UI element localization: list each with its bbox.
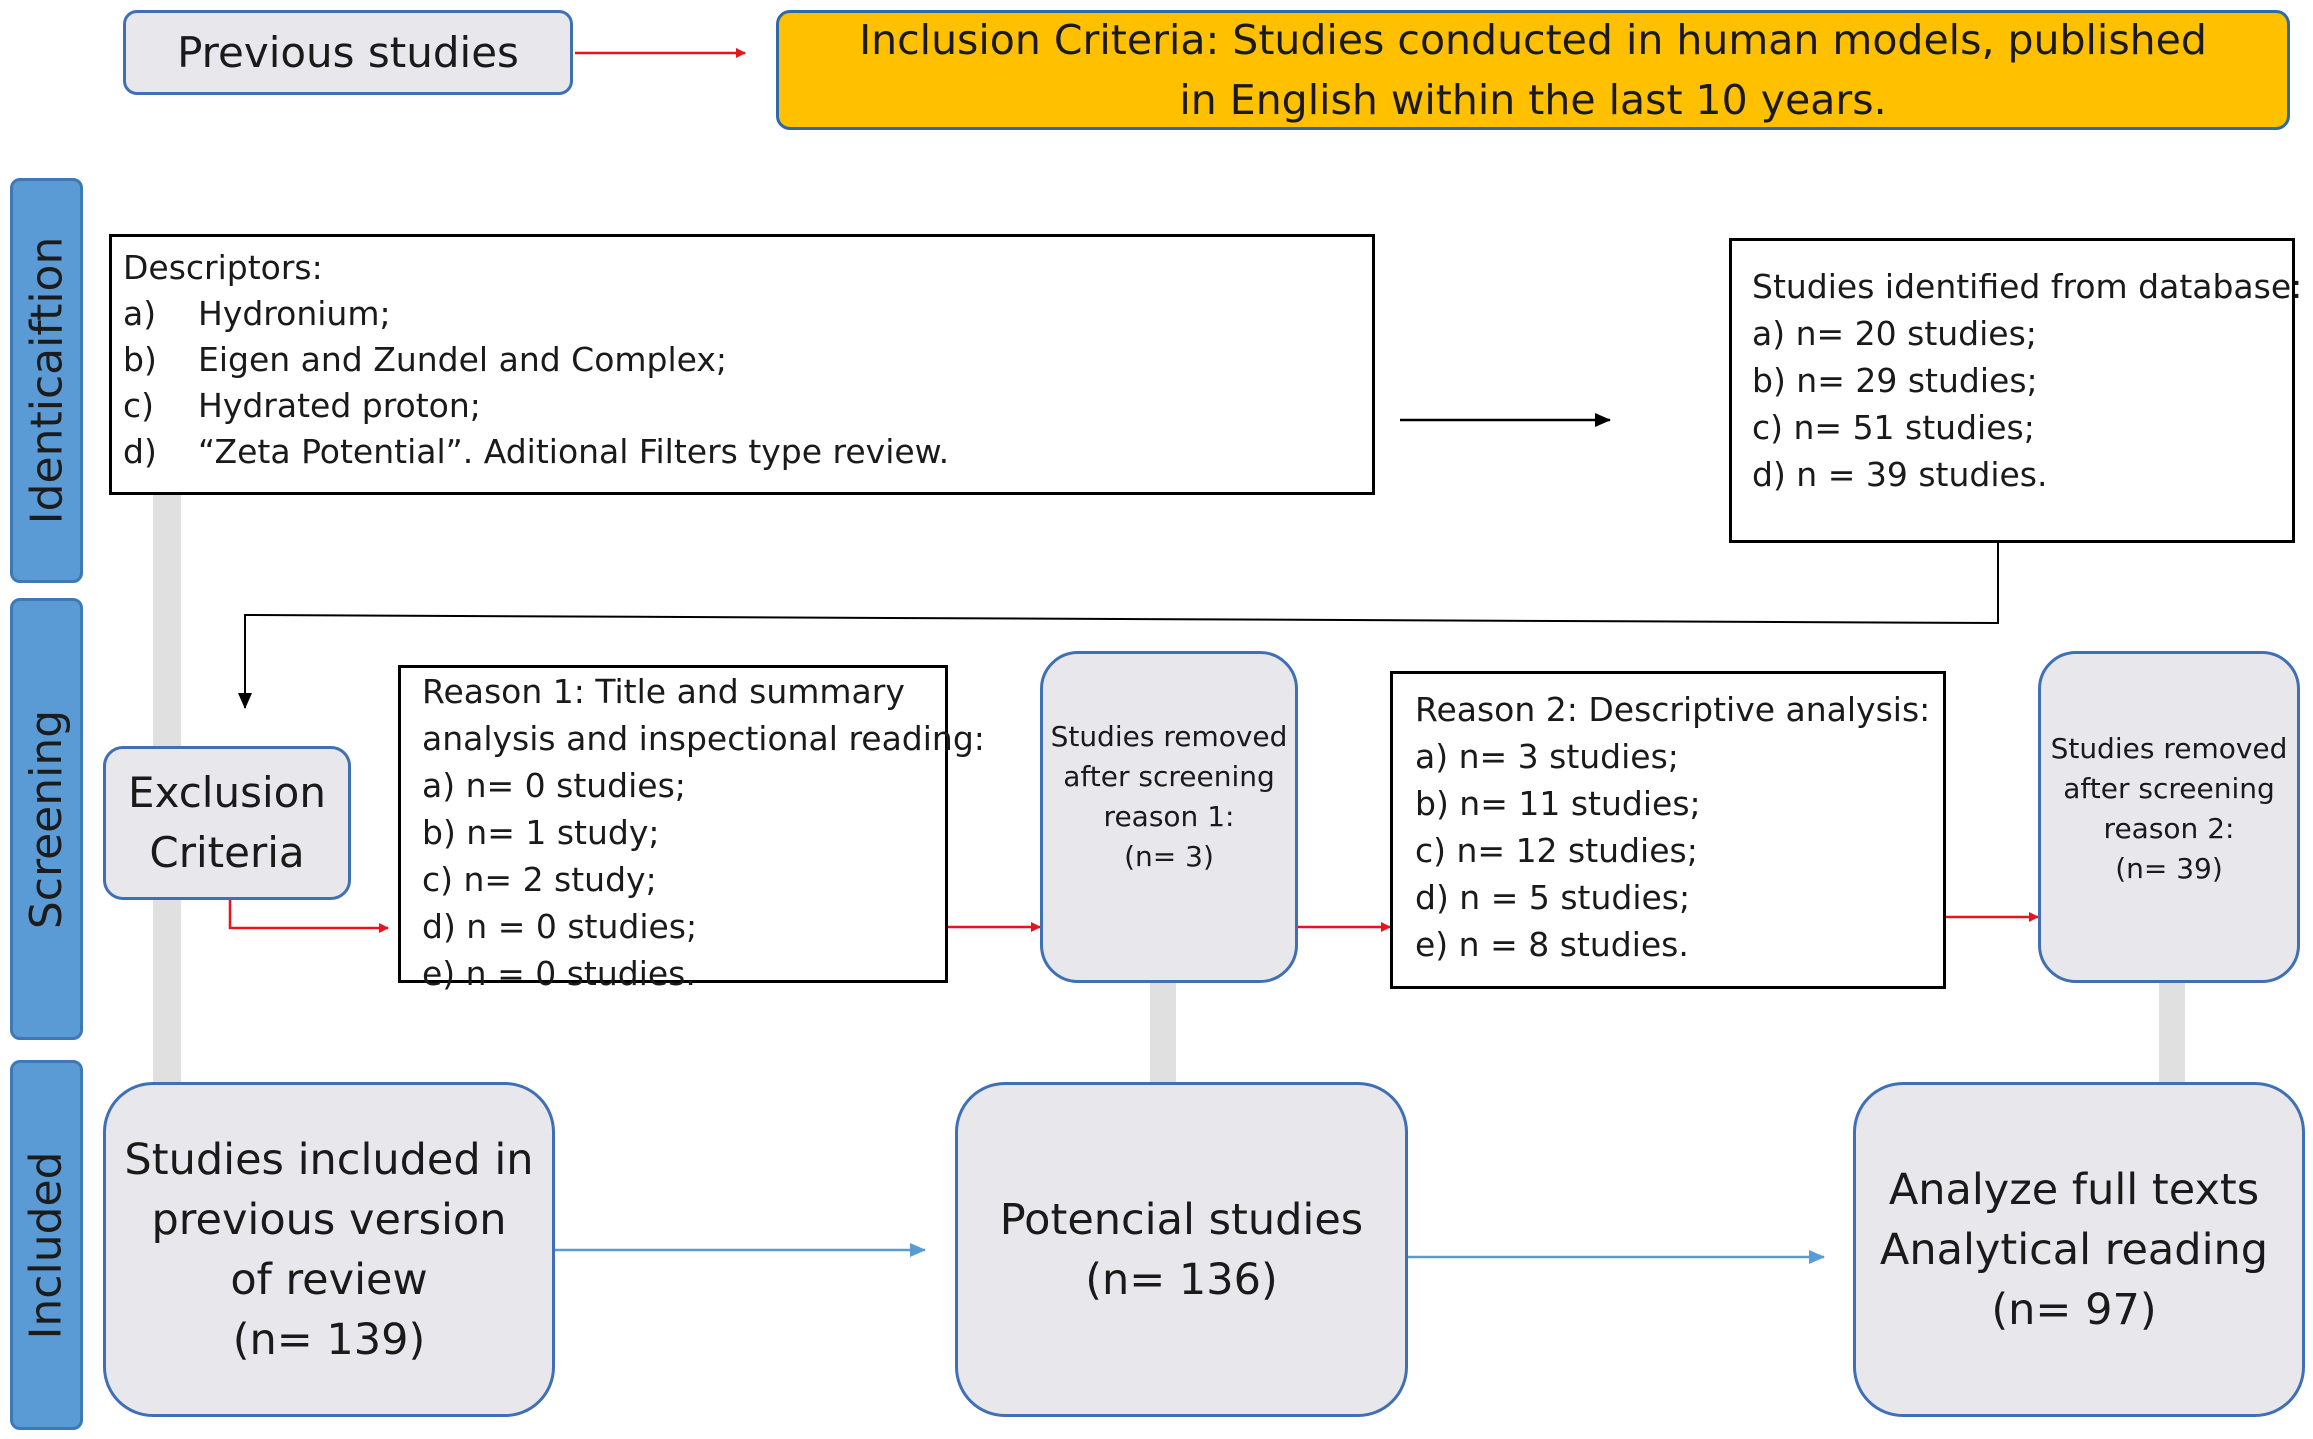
removed1-line: reason 1: — [1103, 800, 1235, 833]
exclusion-line: Criteria — [149, 828, 305, 877]
reason2-item: e) n = 8 studies. — [1415, 925, 1689, 964]
inclusion-criteria-box: Inclusion Criteria: Studies conducted in… — [776, 10, 2290, 130]
identified-item: a) n= 20 studies; — [1752, 314, 2037, 353]
reason2-title: Reason 2: Descriptive analysis: — [1415, 690, 1931, 729]
reason1-box: Reason 1: Title and summary analysis and… — [398, 665, 985, 993]
identified-item: d) n = 39 studies. — [1752, 455, 2048, 494]
reason1-item: d) n = 0 studies; — [422, 907, 698, 946]
reason1-title: Reason 1: Title and summary — [422, 672, 905, 711]
included-previous-line: of review — [230, 1254, 428, 1305]
reason1-item: c) n= 2 study; — [422, 860, 657, 899]
potential-line: (n= 136) — [1085, 1254, 1278, 1305]
exclusion-line: Exclusion — [128, 768, 326, 817]
descriptor-item: c)Hydrated proton; — [123, 386, 481, 425]
phase-screening-tab: Screening — [10, 598, 83, 1040]
analyze-line: Analytical reading — [1879, 1224, 2269, 1275]
grey-bar-middle — [1150, 980, 1176, 1082]
reason2-item: c) n= 12 studies; — [1415, 831, 1698, 870]
descriptors-title: Descriptors: — [123, 248, 323, 287]
included-previous-box: Studies included in previous version of … — [103, 1082, 555, 1417]
descriptor-item: b)Eigen and Zundel and Complex; — [123, 340, 728, 379]
grey-bar-right — [2159, 980, 2185, 1082]
reason1-item: b) n= 1 study; — [422, 813, 660, 852]
analyze-line: (n= 97) — [1991, 1284, 2157, 1335]
arrow-identified-to-exclusion — [238, 542, 1999, 709]
inclusion-criteria-text: Inclusion Criteria: Studies conducted in… — [859, 16, 2207, 124]
identified-title: Studies identified from database: — [1752, 267, 2303, 306]
identified-studies-box: Studies identified from database: a) n= … — [1729, 238, 2303, 543]
included-previous-line: previous version — [151, 1194, 507, 1245]
removed2-line: after screening — [2063, 772, 2275, 805]
included-previous-line: Studies included in — [124, 1134, 534, 1185]
analyze-line: Analyze full texts — [1888, 1164, 2260, 1215]
descriptors-box: Descriptors: a)Hydronium; b)Eigen and Zu… — [109, 234, 1375, 495]
descriptor-item: d)“Zeta Potential”. Aditional Filters ty… — [123, 432, 950, 471]
removed-reason2-box: Studies removed after screening reason 2… — [2038, 651, 2300, 983]
reason1-item: a) n= 0 studies; — [422, 766, 686, 805]
phase-included-label: Included — [21, 1150, 73, 1340]
arrow-exclusion-to-reason1 — [228, 900, 389, 933]
removed1-line: (n= 3) — [1124, 840, 1214, 873]
analyze-full-texts-box: Analyze full texts Analytical reading (n… — [1853, 1082, 2305, 1417]
descriptor-item: a)Hydronium; — [123, 294, 391, 333]
reason1-item: e) n = 0 studies. — [422, 954, 696, 993]
phase-identification-tab: Identicaiftion — [10, 178, 83, 583]
reason2-item: b) n= 11 studies; — [1415, 784, 1701, 823]
reason2-item: d) n = 5 studies; — [1415, 878, 1691, 917]
phase-included-tab: Included — [10, 1060, 83, 1430]
potential-line: Potencial studies — [999, 1194, 1364, 1245]
identified-item: c) n= 51 studies; — [1752, 408, 2035, 447]
reason2-item: a) n= 3 studies; — [1415, 737, 1679, 776]
reason2-box: Reason 2: Descriptive analysis: a) n= 3 … — [1390, 671, 1946, 989]
removed1-line: Studies removed — [1050, 720, 1288, 753]
removed2-line: reason 2: — [2103, 812, 2235, 845]
exclusion-criteria-box: Exclusion Criteria — [103, 746, 351, 900]
potential-studies-box: Potencial studies (n= 136) — [955, 1082, 1408, 1417]
included-previous-line: (n= 139) — [232, 1314, 426, 1365]
removed-reason1-box: Studies removed after screening reason 1… — [1040, 651, 1298, 983]
previous-studies-label: Previous studies — [177, 28, 519, 77]
removed2-line: Studies removed — [2050, 732, 2288, 765]
identified-item: b) n= 29 studies; — [1752, 361, 2038, 400]
previous-studies-box: Previous studies — [123, 10, 573, 95]
phase-screening-label: Screening — [21, 709, 72, 929]
removed2-line: (n= 39) — [2115, 852, 2223, 885]
removed1-line: after screening — [1063, 760, 1275, 793]
phase-identification-label: Identicaiftion — [21, 236, 72, 525]
reason1-title: analysis and inspectional reading: — [422, 719, 985, 758]
